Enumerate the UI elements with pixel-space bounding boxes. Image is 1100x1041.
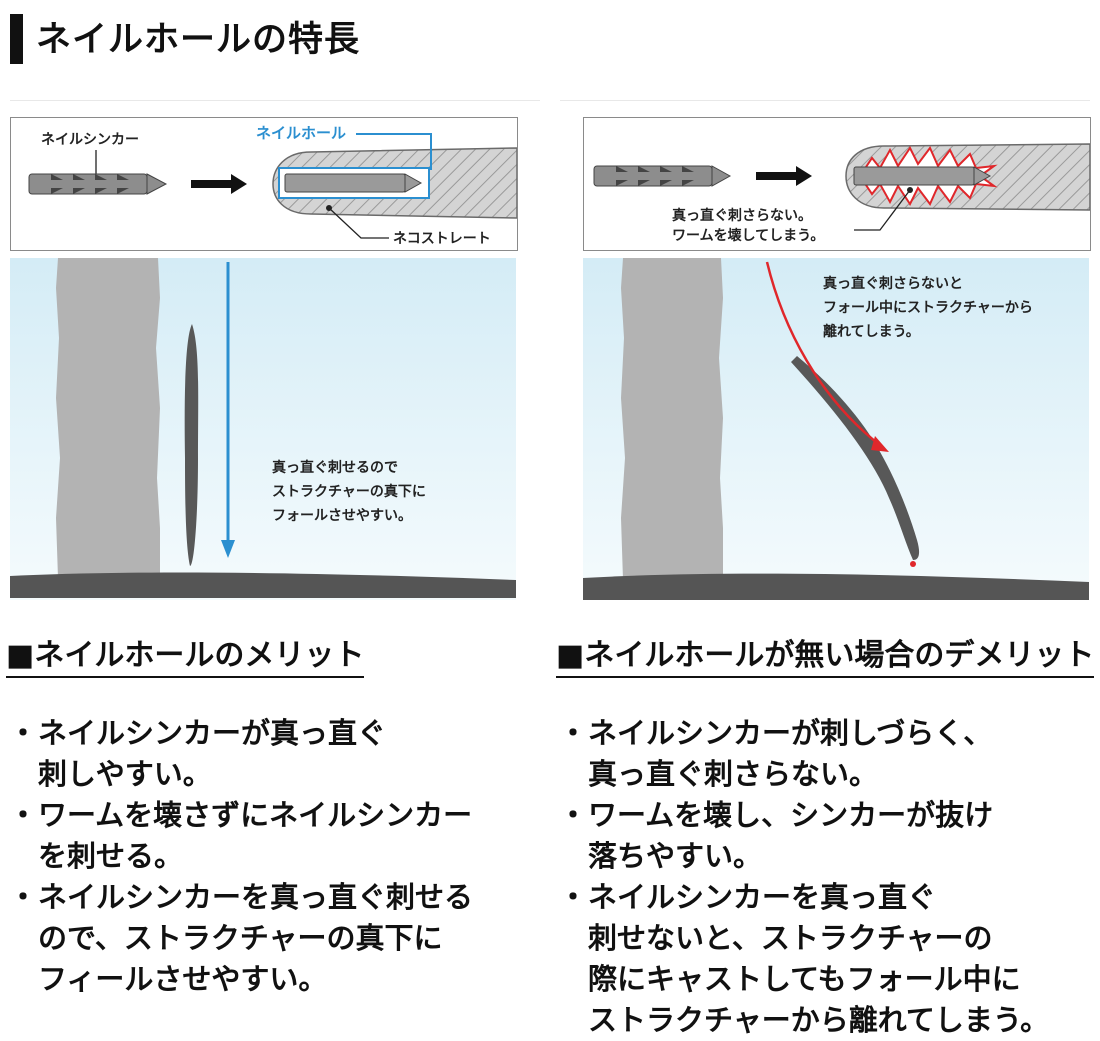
damaged-worm-cross-section [845,143,1091,211]
scene-caption-line-3: 離れてしまう。 [823,323,920,340]
bullet: ・ [8,798,38,832]
list-item-text: ネイルシンカーが刺しづらく、 真っ直ぐ刺さらない。 [588,716,993,791]
bullet: ・ [8,880,38,914]
list-item-text: ネイルシンカーが真っ直ぐ 刺しやすい。 [38,716,387,791]
divider-right [560,100,1090,101]
nail-hole-label: ネイルホール [256,124,346,142]
nail-hole-inset-illustration: ネイルシンカー ネイルホール [28,124,518,247]
scene-caption-line-2: フォール中にストラクチャーから [823,299,1033,316]
drifting-fall-illustration: 真っ直ぐ刺さらないと フォール中にストラクチャーから 離れてしまう。 [583,258,1089,600]
scene-caption-line-1: 真っ直ぐ刺さらないと [823,275,963,292]
demerits-heading: ■ネイルホールが無い場合のデメリット [556,636,1095,678]
list-item: ・ネイルシンカーを真っ直ぐ刺せる ので、ストラクチャーの真下に フィールさせやす… [8,877,538,1000]
straight-fall-scene: 真っ直ぐ刺せるので ストラクチャーの真下に フォールさせやすい。 [10,258,516,600]
worm-drifting-icon [791,356,920,560]
merits-list: ・ネイルシンカーが真っ直ぐ 刺しやすい。 ・ワームを壊さずにネイルシンカー を刺… [8,713,538,1000]
divider-left [10,100,540,101]
landing-point-dot [910,561,916,567]
worm-leader-line [328,207,389,239]
bullet: ・ [558,880,588,914]
demerits-list: ・ネイルシンカーが刺しづらく、 真っ直ぐ刺さらない。 ・ワームを壊し、シンカーが… [558,713,1098,1041]
inset-caption-line-1: 真っ直ぐ刺さらない。 [672,207,812,224]
fall-arrow-head-icon [221,540,235,558]
no-hole-inset-panel: 真っ直ぐ刺さらない。 ワームを壊してしまう。 [583,117,1091,251]
title-accent-bar [10,14,23,64]
worm-cross-section [272,147,518,219]
drifting-fall-scene: 真っ直ぐ刺さらないと フォール中にストラクチャーから 離れてしまう。 [583,258,1089,600]
inset-leader-dot [907,187,913,193]
no-hole-inset-illustration: 真っ直ぐ刺さらない。 ワームを壊してしまう。 [593,143,1091,244]
list-item-text: ワームを壊し、シンカーが抜け 落ちやすい。 [588,798,994,873]
drift-path-arrow [765,261,882,447]
lake-bottom [10,572,516,598]
nail-hole-inset-panel: ネイルシンカー ネイルホール [10,117,518,251]
worm-label: ネコストレート [393,231,491,247]
inset-leader-line [854,189,911,231]
bullet: ・ [8,716,38,750]
worm-falling-icon [184,324,199,566]
scene-caption-line-2: ストラクチャーの真下に [272,483,426,500]
nail-sinker-icon [593,165,732,187]
drift-arrow-head-icon [871,436,889,452]
list-item: ・ワームを壊し、シンカーが抜け 落ちやすい。 [558,795,1098,877]
nail-sinker-icon [28,173,168,195]
list-item-text: ワームを壊さずにネイルシンカー を刺せる。 [38,798,473,873]
scene-caption-line-3: フォールさせやすい。 [272,508,412,524]
list-item-text: ネイルシンカーを真っ直ぐ 刺せないと、ストラクチャーの 際にキャストしてもフォー… [588,880,1050,1037]
sinker-label: ネイルシンカー [41,132,139,148]
bullet: ・ [558,716,588,750]
list-item: ・ネイルシンカーを真っ直ぐ 刺せないと、ストラクチャーの 際にキャストしてもフォ… [558,877,1098,1041]
arrow-right-icon [756,166,812,186]
merits-heading: ■ネイルホールのメリット [6,636,365,678]
list-item-text: ネイルシンカーを真っ直ぐ刺せる ので、ストラクチャーの真下に フィールさせやすい… [38,880,474,996]
list-item: ・ワームを壊さずにネイルシンカー を刺せる。 [8,795,538,877]
worm-leader-dot [326,205,332,211]
bullet: ・ [558,798,588,832]
scene-caption-line-1: 真っ直ぐ刺せるので [272,459,398,476]
nail-hole-leader-line [356,133,432,170]
structure-pillar [56,258,160,578]
list-item: ・ネイルシンカーが刺しづらく、 真っ直ぐ刺さらない。 [558,713,1098,795]
inset-caption-line-2: ワームを壊してしまう。 [672,227,824,244]
arrow-right-icon [191,174,247,194]
lake-bottom [583,573,1089,600]
page-title: ネイルホールの特長 [36,20,361,60]
straight-fall-illustration: 真っ直ぐ刺せるので ストラクチャーの真下に フォールさせやすい。 [10,258,516,600]
structure-pillar [621,258,723,580]
list-item: ・ネイルシンカーが真っ直ぐ 刺しやすい。 [8,713,538,795]
